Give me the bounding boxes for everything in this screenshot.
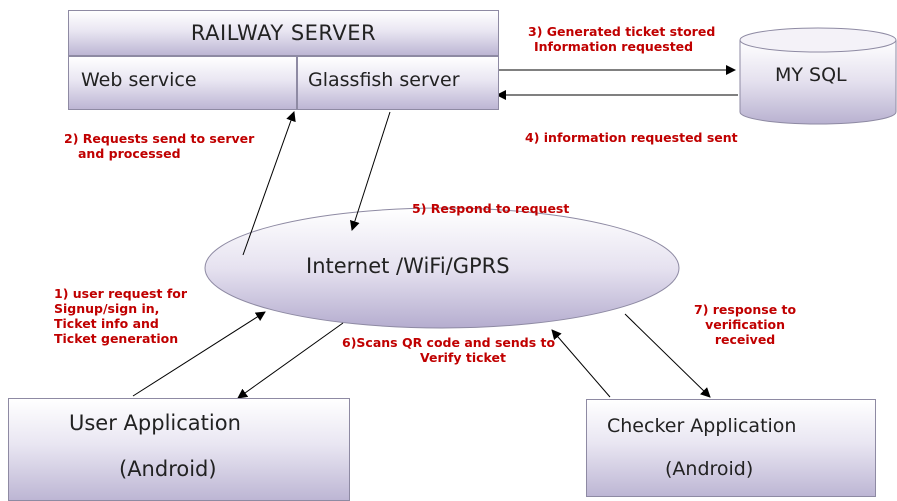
arrow-internet-to-user [237,322,344,399]
railway-server-box: RAILWAY SERVER [68,10,499,56]
step-1-line-3: Ticket info and [54,316,159,331]
step-1-label: 1) user request for Signup/sign in, Tick… [54,286,187,346]
arrow-user-to-internet [132,311,266,397]
step-2-line-2: and processed [78,146,181,161]
step-3-line-2: Information requested [534,39,694,54]
step-7-line-1: 7) response to [694,302,797,317]
step-6-line-1: 6)Scans QR code and sends to [342,335,556,350]
step-3-line-1: 3) Generated ticket stored [528,24,716,39]
step-7-line-2: verification [705,317,786,332]
checker-application-box: Checker Application (Android) [586,399,876,497]
step-3-label: 3) Generated ticket stored Information r… [528,24,715,54]
user-application-box: User Application (Android) [8,398,350,501]
user-application-platform: (Android) [119,457,217,481]
railway-server-title: RAILWAY SERVER [190,21,377,45]
web-service-label: Web service [81,69,197,91]
step-7-label: 7) response to verification received [694,302,796,347]
step-5-label: 5) Respond to request [412,201,570,216]
arrow-server-to-internet [349,111,391,231]
arrow-internet-to-server [242,111,296,256]
step-7-line-3: received [714,332,776,347]
mysql-database-shape [739,27,897,125]
step-1-line-1: 1) user request for [54,286,188,301]
step-6-line-2: Verify ticket [420,350,506,365]
arrow-internet-to-checker [624,313,711,398]
checker-application-platform: (Android) [665,458,754,480]
step-2-label: 2) Requests send to server and processed [64,131,254,161]
arrow-checker-to-internet [551,329,611,398]
glassfish-server-box: Glassfish server [297,56,499,110]
step-6-label: 6)Scans QR code and sends to Verify tick… [342,335,555,365]
internet-label: Internet /WiFi/GPRS [306,254,510,278]
step-4-label: 4) information requested sent [525,130,738,145]
step-1-line-4: Ticket generation [54,331,179,346]
web-service-box: Web service [68,56,297,110]
mysql-label: MY SQL [775,64,847,86]
internet-ellipse [204,207,680,329]
checker-application-title: Checker Application [607,415,797,437]
user-application-title: User Application [69,411,241,435]
glassfish-server-label: Glassfish server [308,69,460,91]
step-2-line-1: 2) Requests send to server [64,131,255,146]
step-1-line-2: Signup/sign in, [54,301,160,316]
